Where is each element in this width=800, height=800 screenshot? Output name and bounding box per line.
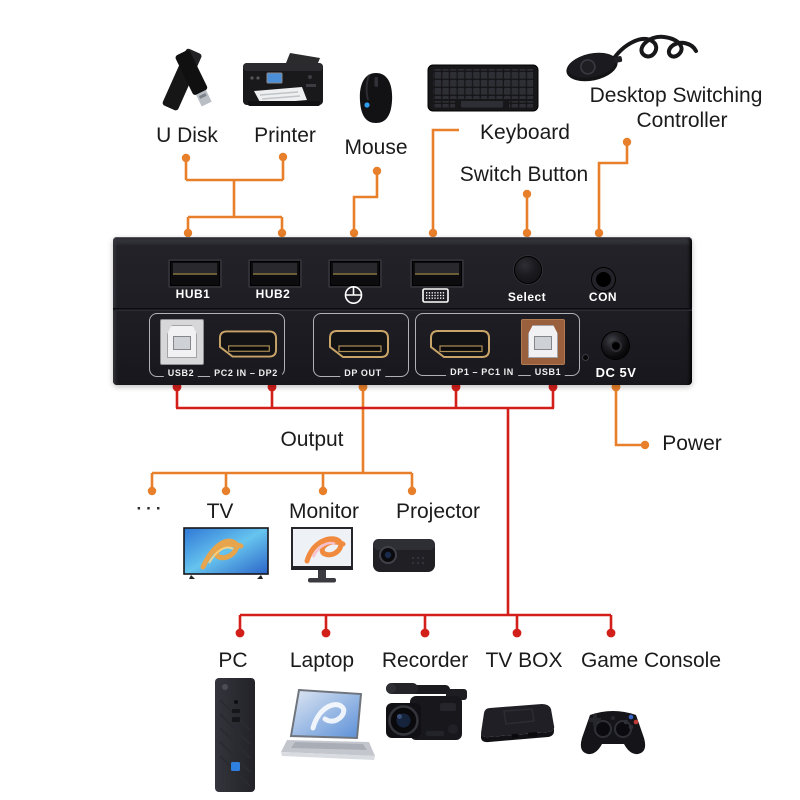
power-label: Power bbox=[662, 432, 722, 455]
mouse-label: Mouse bbox=[344, 136, 408, 159]
dp-out-label: DP OUT bbox=[340, 368, 386, 378]
red-connector-lines bbox=[175, 387, 613, 633]
controller-label-line2: Controller bbox=[636, 109, 728, 132]
hub2-usb-port bbox=[248, 259, 302, 288]
con-port bbox=[592, 268, 615, 291]
u-disk-label: U Disk bbox=[156, 124, 218, 147]
dp1-port bbox=[430, 330, 490, 358]
switching-controller-image bbox=[566, 34, 698, 82]
usb2-label: USB2 bbox=[163, 368, 199, 378]
dp1-pc1-in-label: DP1 – PC1 IN bbox=[446, 367, 518, 377]
controller-label-line1: Desktop Switching bbox=[589, 84, 763, 107]
dp-out-port bbox=[329, 330, 389, 358]
dc-power-jack bbox=[602, 332, 629, 359]
mouse-image bbox=[359, 73, 393, 123]
keyboard-icon bbox=[422, 288, 449, 303]
recorder-image bbox=[386, 683, 467, 740]
pc-image bbox=[215, 678, 255, 792]
tv-box-image bbox=[481, 704, 555, 743]
hub1-usb-port bbox=[168, 259, 222, 288]
keyboard-label: Keyboard bbox=[480, 121, 570, 144]
kvm-switch-device: HUB1 HUB2 Select CON bbox=[113, 237, 692, 385]
u-disk-image bbox=[162, 48, 212, 111]
tv-label: TV bbox=[206, 500, 234, 523]
pc-label: PC bbox=[218, 649, 248, 672]
hub2-label: HUB2 bbox=[255, 287, 291, 301]
tv-box-label: TV BOX bbox=[485, 649, 563, 672]
tv-image bbox=[183, 527, 269, 579]
dc-5v-label: DC 5V bbox=[595, 365, 637, 380]
game-console-image bbox=[580, 711, 646, 755]
select-button[interactable] bbox=[514, 256, 542, 284]
usb2-port bbox=[160, 319, 204, 365]
printer-image bbox=[243, 53, 323, 106]
game-console-label: Game Console bbox=[580, 649, 722, 672]
printer-label: Printer bbox=[254, 124, 316, 147]
usb1-port bbox=[521, 319, 565, 365]
monitor-label: Monitor bbox=[288, 500, 360, 523]
pc2-in-dp2-label: PC2 IN – DP2 bbox=[210, 368, 282, 378]
hub1-label: HUB1 bbox=[175, 287, 211, 301]
mouse-usb-port bbox=[328, 259, 382, 288]
more-devices-ellipsis: ··· bbox=[136, 499, 166, 518]
select-label: Select bbox=[507, 290, 547, 304]
keyboard-usb-port bbox=[410, 259, 464, 288]
laptop-image bbox=[281, 688, 375, 760]
mouse-icon bbox=[344, 286, 363, 304]
con-label: CON bbox=[588, 290, 618, 304]
projector-image bbox=[373, 539, 435, 572]
keyboard-image bbox=[427, 64, 539, 112]
led-pinhole bbox=[583, 355, 588, 360]
monitor-image bbox=[291, 527, 353, 583]
usb1-label: USB1 bbox=[530, 367, 566, 377]
panel-seam bbox=[113, 308, 692, 311]
laptop-label: Laptop bbox=[289, 649, 355, 672]
recorder-label: Recorder bbox=[381, 649, 469, 672]
output-label: Output bbox=[280, 428, 344, 451]
red-connector-dots bbox=[172, 382, 616, 638]
switch-button-label: Switch Button bbox=[459, 163, 589, 186]
dp2-port bbox=[219, 330, 277, 358]
projector-label: Projector bbox=[395, 500, 481, 523]
